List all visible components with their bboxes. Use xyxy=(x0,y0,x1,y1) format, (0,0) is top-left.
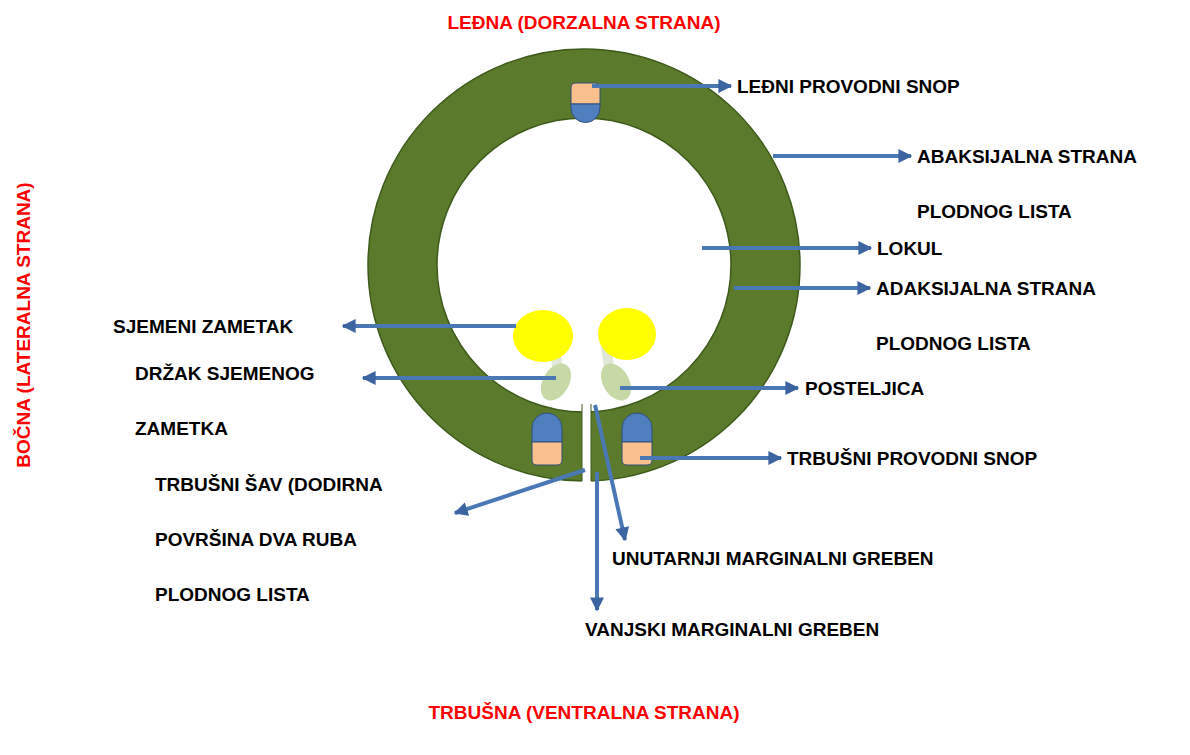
orientation-label: TRBUŠNA (VENTRALNA STRANA) xyxy=(428,685,739,740)
part-label: TRBUŠNI PROVODNI SNOP xyxy=(787,431,1037,486)
leader-arrow xyxy=(595,472,599,610)
leader-arrow xyxy=(702,246,871,250)
part-label: LEĐNI PROVODNI SNOP xyxy=(737,59,960,114)
suture-edge xyxy=(591,404,592,481)
ovule xyxy=(598,308,656,360)
leader-arrow xyxy=(343,324,516,328)
leader-arrow xyxy=(640,456,781,460)
part-label: DRŽAK SJEMENOG ZAMETKA xyxy=(135,346,365,456)
part-label: POSTELJICA xyxy=(805,361,924,416)
leader-arrow xyxy=(592,84,731,88)
leader-arrow xyxy=(363,376,556,380)
part-label: VANJSKI MARGINALNI GREBEN xyxy=(585,602,879,657)
part-label: ADAKSIJALNA STRANA PLODNOG LISTA xyxy=(876,261,1156,371)
placenta xyxy=(535,358,578,406)
part-label: TRBUŠNI ŠAV (DODIRNA POVRŠINA DVA RUBA P… xyxy=(155,457,425,622)
placenta xyxy=(595,358,638,406)
part-label: SJEMENI ZAMETAK xyxy=(113,299,293,354)
leader-arrows xyxy=(343,86,911,610)
orientation-label: LEĐNA (DORZALNA STRANA) xyxy=(447,0,720,50)
part-label: LOKUL xyxy=(877,221,942,276)
leader-arrow xyxy=(734,286,870,290)
leader-arrow xyxy=(595,405,625,540)
leader-arrow xyxy=(620,386,798,390)
leader-arrow xyxy=(773,154,911,158)
leader-arrow xyxy=(455,470,585,513)
orientation-label: BOČNA (LATERALNA STRANA) xyxy=(11,182,37,467)
dorsal-bundle xyxy=(571,83,600,123)
ovule xyxy=(513,310,573,362)
ventral-bundle xyxy=(532,413,562,465)
part-label: ABAKSIJALNA STRANA PLODNOG LISTA xyxy=(917,129,1182,239)
part-label: UNUTARNJI MARGINALNI GREBEN xyxy=(612,531,934,586)
